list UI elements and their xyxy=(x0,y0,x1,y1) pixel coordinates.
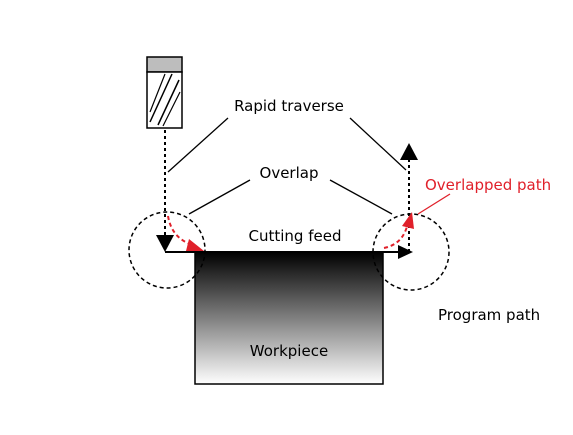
down-arrowhead xyxy=(156,235,174,252)
overlap-circle-left xyxy=(128,211,206,289)
rapid-traverse-label: Rapid traverse xyxy=(234,97,344,115)
overlapped-path-label: Overlapped path xyxy=(425,176,551,194)
overlapped-path-right xyxy=(383,221,409,249)
cutting-feed-label: Cutting feed xyxy=(249,227,342,245)
rapid-traverse-leader-left xyxy=(167,117,229,173)
right-arrowhead xyxy=(398,245,413,259)
overlapped-arrowhead-right xyxy=(402,212,414,229)
rapid-traverse-leader-right xyxy=(349,117,407,171)
overlap-leader-left xyxy=(188,179,251,215)
workpiece-label: Workpiece xyxy=(250,342,328,360)
workpiece xyxy=(194,251,384,385)
overlap-label: Overlap xyxy=(260,164,319,182)
overlap-leader-right xyxy=(329,179,393,215)
program-path-label: Program path xyxy=(438,306,540,324)
end-mill-tool-icon xyxy=(146,56,183,129)
up-arrowhead xyxy=(400,143,418,160)
overlapped-arrowhead-left xyxy=(186,239,204,251)
overlapped-path-leader xyxy=(417,193,451,215)
overlapped-path-left xyxy=(167,215,197,247)
